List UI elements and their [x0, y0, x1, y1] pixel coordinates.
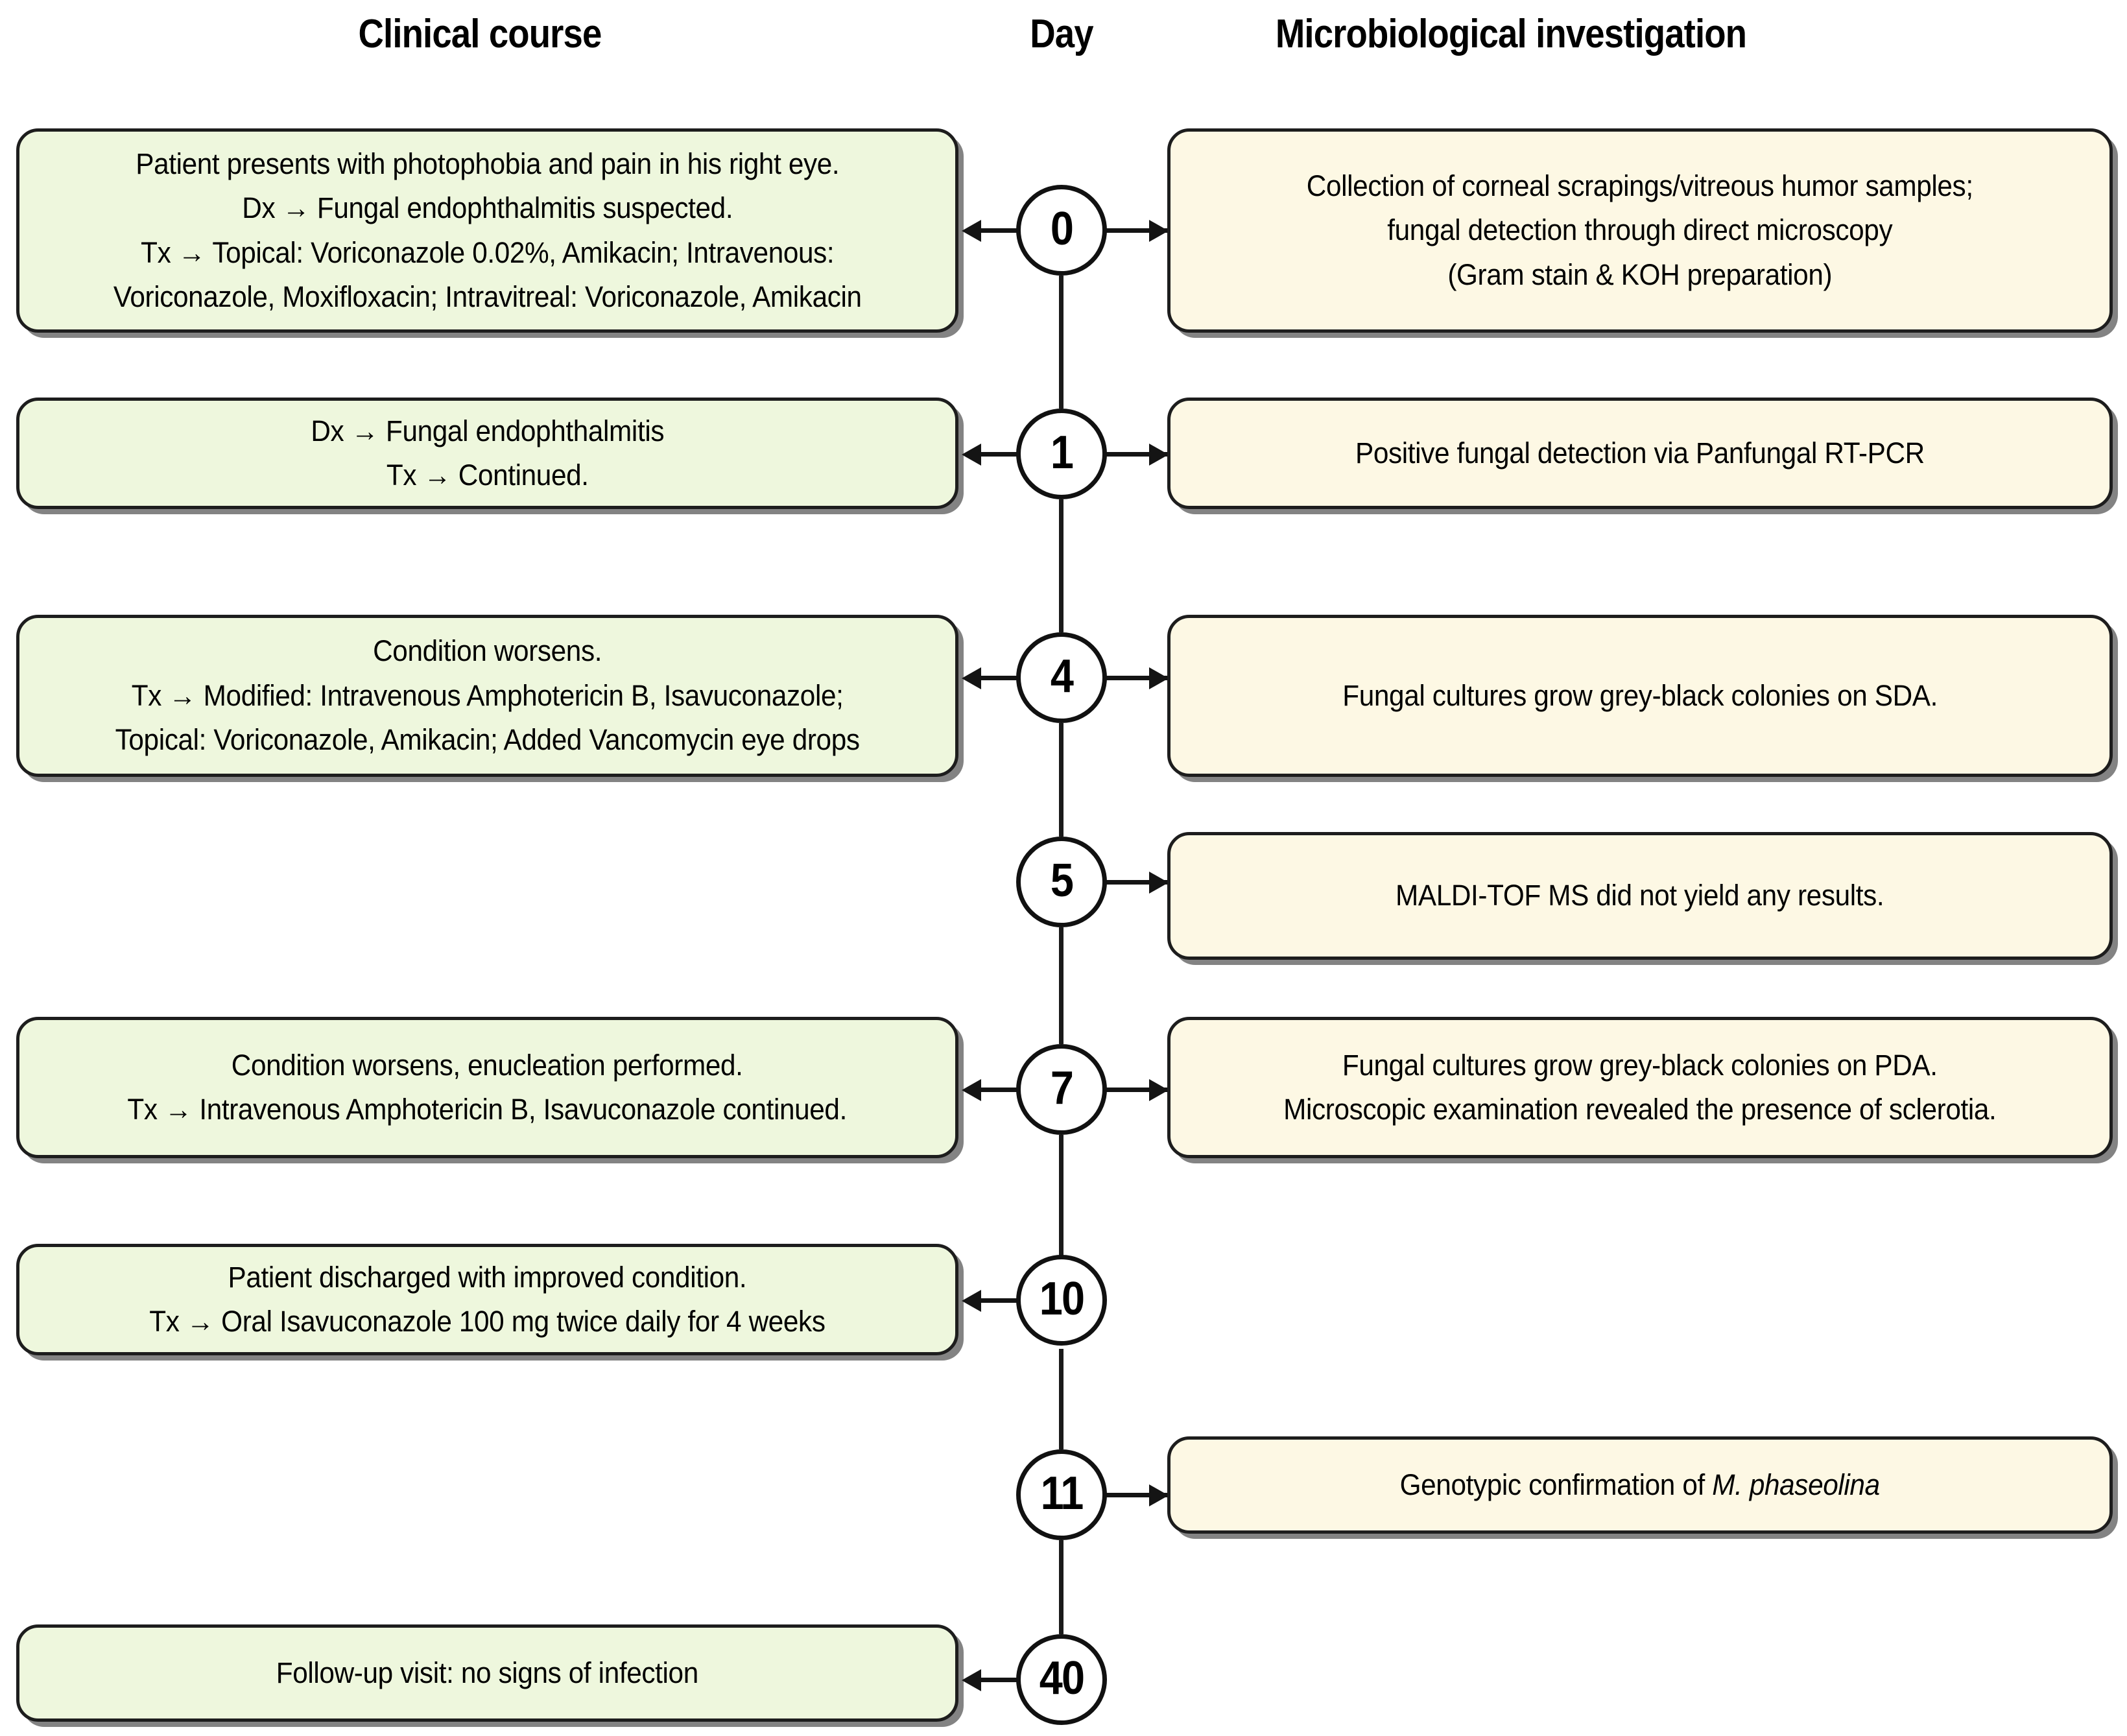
day-node-40-label: 40: [1039, 1652, 1085, 1704]
microbiology-box-day-0: Collection of corneal scrapings/vitreous…: [1167, 128, 2113, 333]
day-node-5: 5: [1016, 837, 1107, 927]
connector-day-10-left: [976, 1298, 1054, 1303]
clinical-box-day-40: Follow-up visit: no signs of infection: [16, 1624, 958, 1722]
clinical-box-day-1-text: Dx → Fungal endophthalmitis Tx → Continu…: [311, 414, 664, 492]
microbiology-box-day-7-text: Fungal cultures grow grey-black colonies…: [1283, 1048, 1997, 1126]
timeline-spine-11-40: [1059, 1540, 1064, 1634]
arrowhead-day-4-right: [1149, 667, 1169, 689]
connector-day-0-left: [976, 228, 1054, 233]
connector-day-0-right: [1104, 228, 1182, 233]
clinical-box-day-1: Dx → Fungal endophthalmitis Tx → Continu…: [16, 398, 958, 509]
arrowhead-day-11-right: [1149, 1484, 1169, 1506]
day-node-5-label: 5: [1050, 855, 1074, 907]
connector-day-11-right: [1104, 1493, 1182, 1497]
connector-day-1-left: [976, 452, 1054, 457]
clinical-box-day-10-text: Patient discharged with improved conditi…: [149, 1260, 826, 1338]
arrowhead-day-0-left: [962, 220, 981, 242]
timeline-spine-1-4: [1059, 499, 1064, 632]
connector-day-7-left: [976, 1088, 1054, 1092]
clinical-box-day-4: Condition worsens. Tx → Modified: Intrav…: [16, 615, 958, 777]
day-node-11-label: 11: [1040, 1468, 1084, 1519]
clinical-box-day-0-text: Patient presents with photophobia and pa…: [113, 147, 862, 313]
microbiology-box-day-11: Genotypic confirmation of M. phaseolina: [1167, 1436, 2113, 1534]
microbiology-box-day-5-text: MALDI-TOF MS did not yield any results.: [1396, 879, 1884, 912]
arrowhead-day-40-left: [962, 1669, 981, 1691]
clinical-box-day-4-text: Condition worsens. Tx → Modified: Intrav…: [115, 634, 860, 757]
day-node-1: 1: [1016, 409, 1107, 499]
timeline-spine-4-5: [1059, 723, 1064, 837]
day-node-1-label: 1: [1050, 427, 1074, 479]
clinical-box-day-40-text: Follow-up visit: no signs of infection: [276, 1656, 699, 1689]
day-node-40: 40: [1016, 1634, 1107, 1725]
timeline-spine-5-7: [1059, 927, 1064, 1044]
microbiology-box-day-4-text: Fungal cultures grow grey-black colonies…: [1342, 678, 1938, 712]
connector-day-40-left: [976, 1678, 1054, 1682]
connector-day-1-right: [1104, 452, 1182, 457]
day-node-0: 0: [1016, 185, 1107, 276]
timeline-spine-7-10: [1059, 1135, 1064, 1258]
timeline-spine-10-11: [1059, 1349, 1064, 1449]
clinical-box-day-7-text: Condition worsens, enucleation performed…: [127, 1048, 848, 1126]
clinical-box-day-0: Patient presents with photophobia and pa…: [16, 128, 958, 333]
day-node-7-label: 7: [1050, 1062, 1074, 1114]
clinical-box-day-7: Condition worsens, enucleation performed…: [16, 1017, 958, 1158]
connector-day-4-left: [976, 676, 1054, 680]
microbiology-box-day-11-text: Genotypic confirmation of M. phaseolina: [1399, 1468, 1881, 1501]
microbiology-box-day-5: MALDI-TOF MS did not yield any results.: [1167, 832, 2113, 960]
connector-day-7-right: [1104, 1088, 1182, 1092]
column-header-microbiological-investigation: Microbiological investigation: [1275, 12, 1747, 56]
microbiology-box-day-4: Fungal cultures grow grey-black colonies…: [1167, 615, 2113, 777]
arrowhead-day-10-left: [962, 1290, 981, 1312]
connector-day-5-right: [1104, 880, 1182, 885]
arrowhead-day-5-right: [1149, 872, 1169, 894]
day-node-4: 4: [1016, 632, 1107, 723]
arrowhead-day-1-right: [1149, 444, 1169, 466]
column-header-day: Day: [1030, 12, 1093, 56]
microbiology-box-day-7: Fungal cultures grow grey-black colonies…: [1167, 1017, 2113, 1158]
arrowhead-day-4-left: [962, 667, 981, 689]
day-node-11: 11: [1016, 1449, 1107, 1540]
timeline-spine-0-1: [1059, 276, 1064, 409]
arrowhead-day-7-left: [962, 1079, 981, 1101]
clinical-box-day-10: Patient discharged with improved conditi…: [16, 1244, 958, 1355]
microbiology-box-day-1-text: Positive fungal detection via Panfungal …: [1355, 436, 1925, 470]
microbiology-box-day-1: Positive fungal detection via Panfungal …: [1167, 398, 2113, 509]
microbiology-box-day-0-text: Collection of corneal scrapings/vitreous…: [1307, 169, 1973, 291]
day-node-10: 10: [1016, 1255, 1107, 1346]
arrowhead-day-7-right: [1149, 1079, 1169, 1101]
column-header-clinical-course: Clinical course: [358, 12, 602, 56]
day-node-0-label: 0: [1050, 203, 1074, 255]
day-node-10-label: 10: [1039, 1273, 1085, 1325]
connector-day-4-right: [1104, 676, 1182, 680]
arrowhead-day-0-right: [1149, 220, 1169, 242]
day-node-4-label: 4: [1050, 650, 1074, 702]
arrowhead-day-1-left: [962, 444, 981, 466]
day-node-7: 7: [1016, 1044, 1107, 1135]
